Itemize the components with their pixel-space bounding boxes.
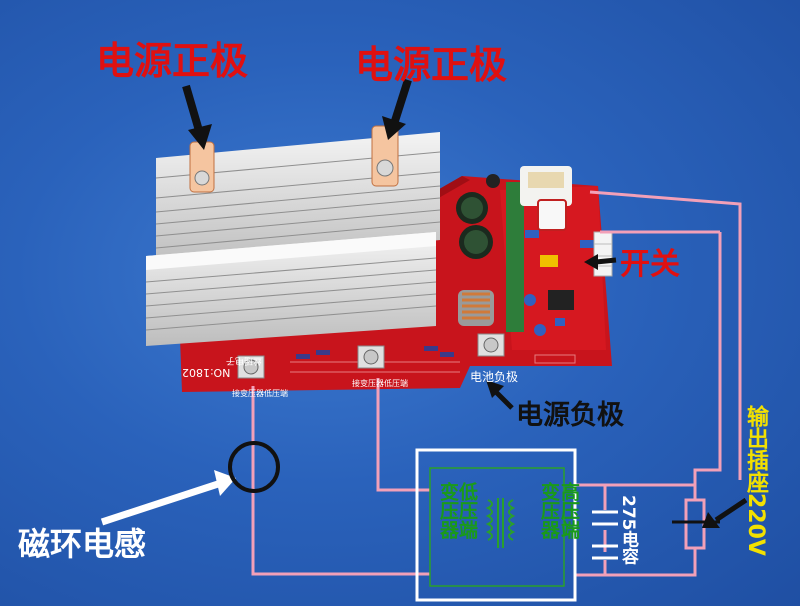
control-board	[500, 182, 606, 350]
arrow-icon	[584, 254, 617, 270]
ring-icon	[228, 441, 280, 493]
arrow-icon	[182, 84, 212, 150]
pcb-low-terminal-text: 接变压器低压端	[232, 389, 288, 398]
transformer-low-label-1: 变压器	[436, 482, 459, 539]
coil	[458, 290, 494, 326]
capacitors	[456, 174, 500, 259]
arrow-icon	[100, 470, 236, 526]
capacitor-label: 275电容	[618, 495, 638, 565]
pcb-high-terminal-text: 接变压器低压端	[352, 379, 408, 388]
arrow-icon	[486, 380, 514, 410]
transformer-low-label-2: 低压端	[455, 482, 478, 539]
positive-label-left: 电源正极	[96, 39, 249, 83]
switch-connector	[593, 231, 613, 277]
output-socket-label: 输出插座220V	[743, 405, 768, 556]
capacitor-symbol	[592, 510, 618, 560]
pcb-brand-text: 丝瑶电子	[226, 355, 263, 365]
transformer-box	[415, 448, 577, 602]
positive-terminal-right	[371, 125, 399, 187]
switch-label: 开关	[620, 247, 680, 282]
positive-label-right: 电源正极	[355, 43, 508, 87]
arrow-icon	[382, 78, 412, 140]
transformer-high-label-2: 高压端	[557, 482, 580, 539]
pcb-terminals	[237, 333, 505, 379]
onboard-transformer	[520, 166, 572, 231]
heatsink-front	[145, 232, 437, 346]
transformer-high-label-1: 变压器	[537, 482, 560, 539]
arrow-icon	[702, 497, 748, 528]
negative-label: 电源负极	[516, 400, 624, 431]
pcb-model-text: NO:1802	[182, 366, 231, 379]
diodes	[296, 346, 454, 359]
inductor-label: 磁环电感	[18, 525, 147, 563]
positive-terminal-left	[189, 141, 215, 193]
wiring	[251, 190, 742, 577]
pcb-battery-negative-text: 电池负极	[470, 370, 519, 384]
